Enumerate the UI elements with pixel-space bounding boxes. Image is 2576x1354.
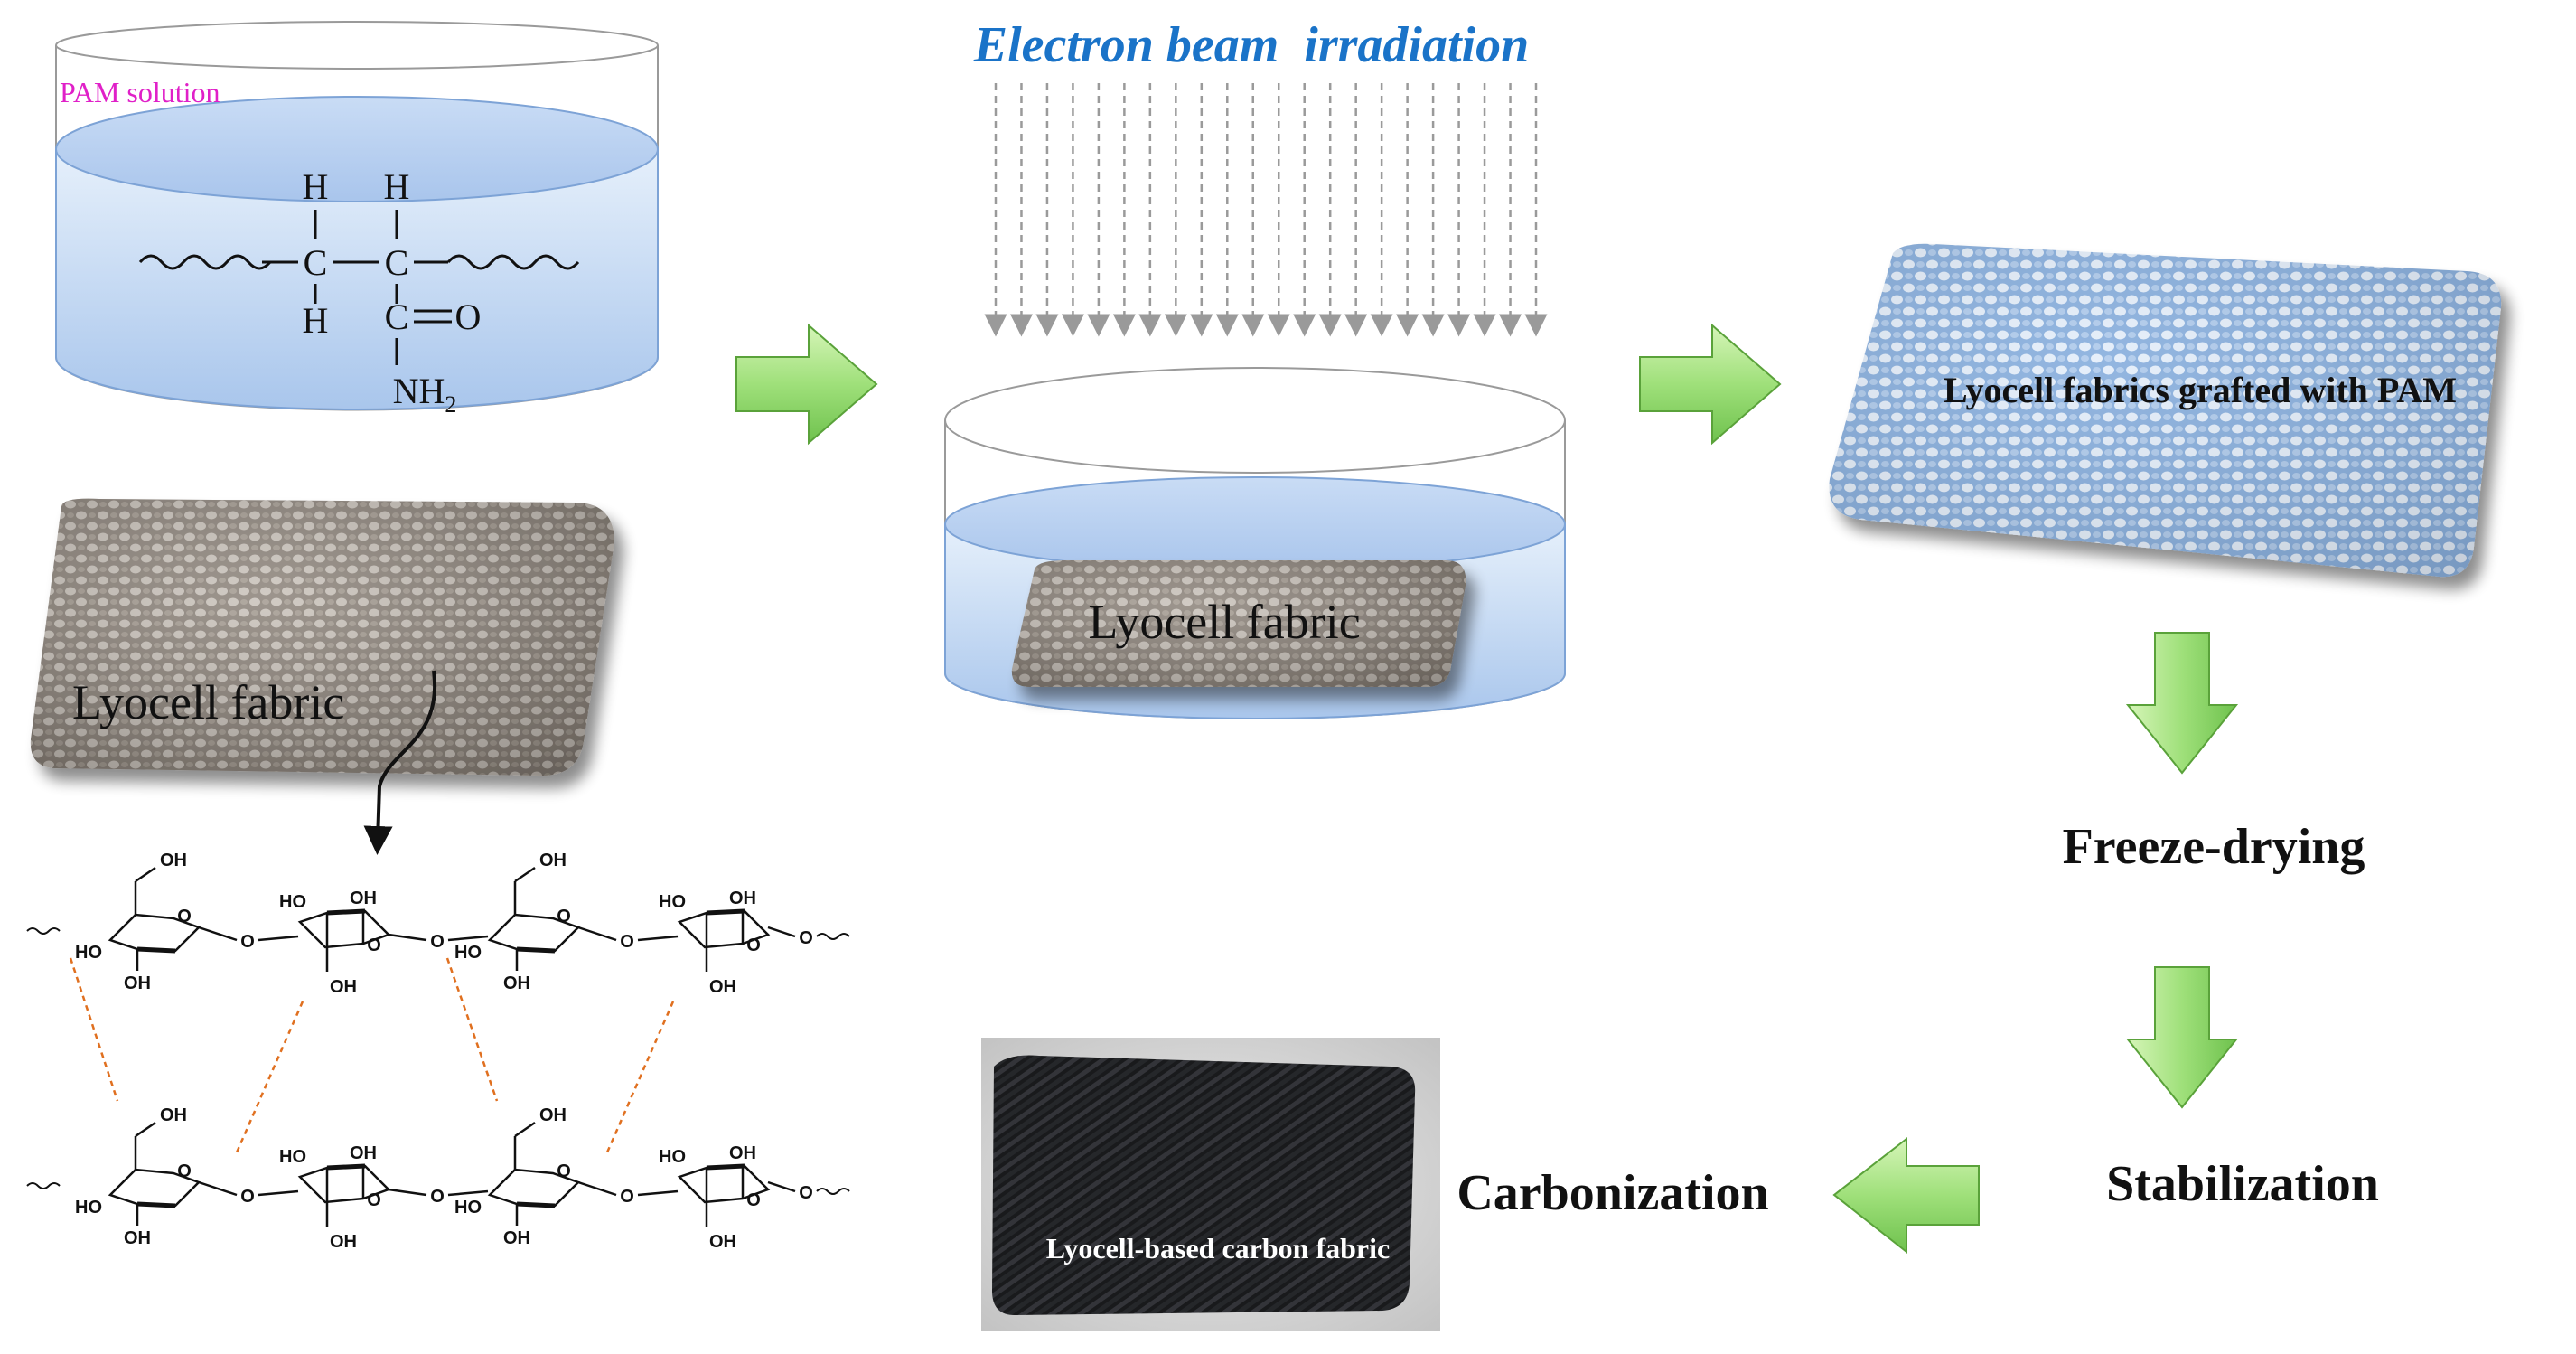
cellulose-group-oh: OH [539,1105,567,1125]
cellulose-group-ho: HO [659,1147,686,1167]
cellulose-group-oh: OH [709,977,736,997]
cellulose-group-o: O [177,907,192,926]
pam-chemical-structure: C C H H H C O NH2 [138,166,580,418]
cellulose-group-o: O [430,932,445,952]
hydrogen-bond [445,957,499,1102]
dish-lyocell-fabric [1011,560,1466,687]
pam-atom-nh2: NH2 [393,371,457,418]
raw-lyocell-fabric [30,498,614,776]
cellulose-group-oh: OH [350,889,377,908]
carbon-fabric-label: Lyocell-based carbon fabric [1046,1232,1390,1265]
cellulose-group-o: O [620,1187,634,1207]
grafted-fabric-label: Lyocell fabrics grafted with PAM [1944,370,2457,410]
cellulose-group-oh: OH [709,1232,736,1252]
cellulose-group-o: O [367,936,381,955]
arrow-to-irradiation [735,323,878,446]
cellulose-group-oh: OH [124,973,151,993]
cellulose-group-oh: OH [124,1228,151,1248]
cellulose-group-oh: OH [160,1105,187,1125]
pam-atom-h1: H [303,166,329,207]
cellulose-group-ho: HO [279,892,306,912]
cellulose-group-oh: OH [539,851,567,870]
pam-atom-o: O [455,296,482,337]
cellulose-group-oh: OH [729,1143,756,1163]
pam-atom-h3: H [303,300,329,341]
cellulose-group-oh: OH [330,1232,357,1252]
cellulose-group-o: O [557,907,571,926]
pam-solution-label: PAM solution [60,76,220,108]
cellulose-group-o: O [799,1183,813,1203]
pam-solution-beaker: PAM solution [55,21,659,411]
cellulose-group-oh: OH [729,889,756,908]
hydrogen-bond [235,1001,304,1153]
electron-beam-title: Electron beam irradiation [973,17,1530,73]
cellulose-group-ho: HO [454,943,482,963]
raw-fabric-label: Lyocell fabric [72,675,344,729]
carbonization-label: Carbonization [1457,1165,1768,1221]
dish-fabric-label: Lyocell fabric [1088,595,1360,649]
cellulose-group-o: O [177,1161,192,1181]
arrow-to-stabilization [2125,966,2239,1109]
cellulose-group-oh: OH [503,1228,530,1248]
stabilization-label: Stabilization [2106,1156,2379,1212]
cellulose-group-o: O [746,936,761,955]
cellulose-group-ho: HO [659,892,686,912]
cellulose-group-oh: OH [160,851,187,870]
electron-beam-rays [984,83,1548,337]
cellulose-group-o: O [620,932,634,952]
pam-atom-c1: C [304,242,328,283]
cellulose-group-o: O [240,1187,255,1207]
cellulose-group-oh: OH [330,977,357,997]
freeze-drying-label: Freeze-drying [2063,819,2365,875]
cellulose-group-oh: OH [503,973,530,993]
hydrogen-bond [605,1001,675,1153]
pam-atom-h2: H [384,166,410,207]
carbon-fabric-photo [981,1038,1440,1331]
pam-atom-c3: C [385,296,409,337]
connector-arrow [363,670,437,855]
arrow-to-carbonization [1832,1136,1980,1255]
cellulose-group-ho: HO [75,1198,102,1218]
cellulose-group-ho: HO [279,1147,306,1167]
cellulose-group-oh: OH [350,1143,377,1163]
cellulose-group-o: O [799,928,813,948]
cellulose-group-o: O [746,1190,761,1210]
pam-atom-c2: C [385,242,409,283]
cellulose-group-o: O [557,1161,571,1181]
cellulose-group-o: O [430,1187,445,1207]
cellulose-group-ho: HO [454,1198,482,1218]
cellulose-group-o: O [240,932,255,952]
cellulose-group-ho: HO [75,943,102,963]
hydrogen-bond [69,957,119,1102]
arrow-to-freeze-drying [2125,632,2239,775]
cellulose-group-o: O [367,1190,381,1210]
arrow-to-grafted [1639,323,1782,446]
grafted-lyocell-fabric [1829,243,2502,578]
